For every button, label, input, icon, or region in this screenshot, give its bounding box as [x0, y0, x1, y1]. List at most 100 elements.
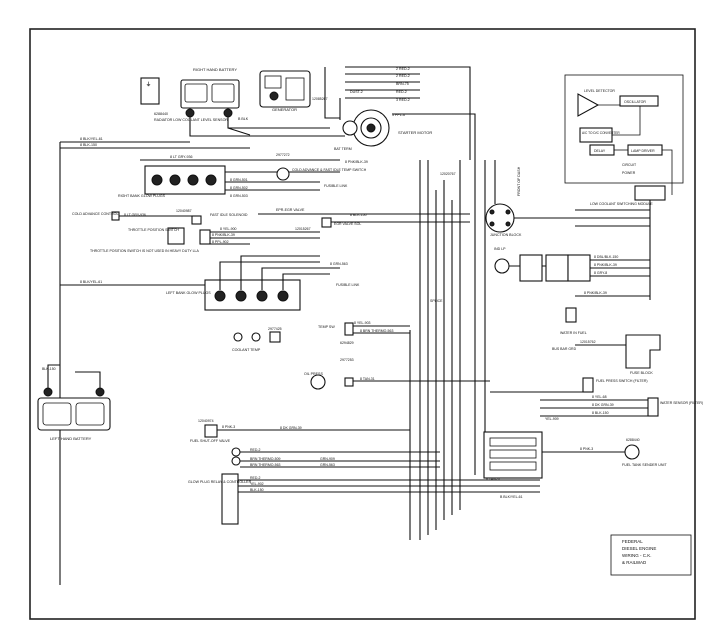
right-hand-battery: RIGHT HAND BATTERY [180, 67, 240, 118]
svg-text:GRN-563: GRN-563 [320, 463, 335, 467]
left-hand-battery: LEFT HAND BATTERY BLK-150 [37, 364, 111, 441]
svg-text:SPLICE: SPLICE [430, 299, 443, 303]
svg-text:YEL-902: YEL-902 [250, 482, 264, 486]
radiator-coolant-sensor: ⏚ 6288440 RADIATOR LOW COOLANT LEVEL SEN… [140, 77, 228, 122]
glow-plug-icon [205, 174, 217, 186]
title-line-2: DIESEL ENGINE [622, 546, 656, 551]
svg-text:8 PNK-3: 8 PNK-3 [580, 447, 593, 451]
svg-text:B BLK/YEL-61: B BLK/YEL-61 [500, 495, 523, 499]
cold-advance-temp-switch: COLD ADVANCE & FAST IDLE TEMP SWITCH 297… [276, 153, 368, 188]
svg-text:RED-2: RED-2 [396, 90, 407, 94]
low-coolant-module: LEVEL DETECTOR OSCILLATOR A/C TO D/C CON… [564, 74, 684, 300]
connector-bank: 8 DBL/BLK-150 8 PNK/BLK-39 8 GRY-8 8 PNK… [519, 254, 650, 351]
title-line-4: & RAILWAD [622, 560, 647, 565]
svg-text:8 TAN-31: 8 TAN-31 [360, 377, 375, 381]
svg-text:8 BLK-150: 8 BLK-150 [592, 411, 609, 415]
svg-text:TEMP SW: TEMP SW [318, 325, 335, 329]
svg-text:THROTTLE POSITION SWITCH: THROTTLE POSITION SWITCH [128, 228, 179, 232]
svg-text:12085267: 12085267 [312, 97, 328, 101]
svg-text:8 DBL/BLK-150: 8 DBL/BLK-150 [594, 255, 618, 259]
svg-text:DUST-2: DUST-2 [350, 90, 363, 94]
svg-text:8 BLK-150: 8 BLK-150 [80, 143, 97, 147]
svg-text:GLOW PLUG RELAY & CONTROLLER: GLOW PLUG RELAY & CONTROLLER [188, 480, 252, 484]
title-line-3: WIRING - C.K. [622, 553, 652, 558]
svg-text:IND LP: IND LP [494, 247, 506, 251]
central-harness: 12020767 8 BLK-150 SPLICE [350, 110, 486, 540]
svg-text:FUEL PRESS SWITCH (FILTER): FUEL PRESS SWITCH (FILTER) [596, 379, 648, 383]
svg-text:2977272: 2977272 [276, 153, 290, 157]
svg-text:BLK-150: BLK-150 [250, 488, 264, 492]
glow-plug-icon [151, 174, 163, 186]
svg-text:8 PNK/BLK-39: 8 PNK/BLK-39 [345, 160, 368, 164]
title-block: FEDERAL DIESEL ENGINE WIRING - C.K. & RA… [610, 534, 692, 576]
svg-text:WATER IN FUEL: WATER IN FUEL [560, 331, 587, 335]
svg-text:EPR-EGR VALVE: EPR-EGR VALVE [276, 208, 305, 212]
coolant-temp-sensor: COOLANT TEMP 2977425 TEMP SW 8 YEL-903 8… [232, 321, 410, 352]
svg-text:COLD ADVANCE CONTROL: COLD ADVANCE CONTROL [72, 212, 118, 216]
bulkhead-connector: 8 TAN-31 YEL-909 B BLK/YEL-61 [470, 417, 559, 499]
top-wiring: 2 RED-2 2 RED-2 BRN-75 RED-2 DUST-2 3 RE… [59, 66, 476, 585]
svg-text:8 BRN THERMO-563: 8 BRN THERMO-563 [360, 329, 393, 333]
svg-text:8 LT GRY-936: 8 LT GRY-936 [124, 213, 146, 217]
svg-text:JUNCTION BLOCK: JUNCTION BLOCK [490, 233, 522, 237]
svg-text:12020767: 12020767 [440, 172, 456, 176]
svg-text:BUS BAR GRD: BUS BAR GRD [552, 347, 577, 351]
fuel-tank-sender: FUEL TANK SENDER UNIT 6288440 8 PNK-3 [540, 438, 667, 467]
generator: GENERATOR 12085267 [259, 70, 328, 112]
glow-plug-icon [187, 174, 199, 186]
svg-text:12015762: 12015762 [580, 340, 596, 344]
battery-terminal-icon [43, 387, 53, 397]
battery-terminal-icon [223, 108, 233, 118]
ground-icon: ⏚ [146, 81, 151, 88]
svg-text:LEVEL DETECTOR: LEVEL DETECTOR [584, 89, 615, 93]
junction-block: JUNCTION BLOCK IND LP FRONT OF DASH [485, 160, 575, 274]
starter-motor: STARTER MOTOR BAT TERM [334, 109, 432, 151]
svg-text:GENERATOR: GENERATOR [272, 107, 297, 112]
svg-text:POWER: POWER [622, 171, 636, 175]
svg-text:RED-2: RED-2 [250, 476, 261, 480]
svg-text:RIGHT BANK GLOW PLUGS: RIGHT BANK GLOW PLUGS [118, 194, 166, 198]
svg-text:FUEL TANK SENDER UNIT: FUEL TANK SENDER UNIT [622, 463, 667, 467]
svg-text:8 YEL-900: 8 YEL-900 [220, 227, 237, 231]
battery-terminal-icon [95, 387, 105, 397]
svg-text:BRN-75: BRN-75 [396, 82, 409, 86]
svg-text:B BLK: B BLK [238, 117, 249, 121]
glow-plug-icon [214, 290, 226, 302]
svg-text:RED-2: RED-2 [250, 448, 261, 452]
glow-plug-icon [256, 290, 268, 302]
svg-text:8 TAN-31: 8 TAN-31 [486, 477, 501, 481]
svg-text:8 PNK/BLK-39: 8 PNK/BLK-39 [212, 233, 235, 237]
svg-text:8 PNK/BLK-39: 8 PNK/BLK-39 [584, 291, 607, 295]
svg-text:8 BLK/YEL-61: 8 BLK/YEL-61 [80, 137, 103, 141]
svg-text:LAMP DRIVER: LAMP DRIVER [631, 149, 655, 153]
svg-text:FAST IDLE SOLENOID: FAST IDLE SOLENOID [210, 213, 248, 217]
svg-text:A/C TO D/C CONVERTER: A/C TO D/C CONVERTER [582, 131, 620, 135]
svg-text:DELAY: DELAY [594, 149, 606, 153]
svg-text:8 GRN-501: 8 GRN-501 [230, 178, 248, 182]
cold-advance-control: COLD ADVANCE CONTROL 8 LT GRY-936 120409… [72, 209, 248, 225]
svg-text:EGR VALVE SOL: EGR VALVE SOL [334, 222, 361, 226]
fuel-filter-switches: FUEL PRESS SWITCH (FILTER) WATER SENSOR … [490, 377, 703, 417]
svg-text:8 BLK-150: 8 BLK-150 [350, 213, 367, 217]
level-detector-icon [577, 93, 600, 117]
glow-plug-relay-controller: GLOW PLUG RELAY & CONTROLLER RED-2 BRN T… [188, 447, 470, 525]
svg-text:8 GRY-8: 8 GRY-8 [594, 271, 607, 275]
glow-plug-icon [169, 174, 181, 186]
svg-text:12040987: 12040987 [176, 209, 192, 213]
svg-text:3 RED-2: 3 RED-2 [396, 98, 410, 102]
svg-text:6288440: 6288440 [626, 438, 640, 442]
svg-text:THROTTLE POSITION SWITCH IS NO: THROTTLE POSITION SWITCH IS NOT USED IN … [90, 249, 200, 253]
svg-text:LEFT HAND BATTERY: LEFT HAND BATTERY [50, 436, 92, 441]
svg-text:8 DK GRN-39: 8 DK GRN-39 [592, 403, 614, 407]
svg-text:OIL PRESS: OIL PRESS [304, 372, 323, 376]
fuse-block: FUSE BLOCK 12015762 [575, 334, 661, 375]
left-bank-glow-plugs: LEFT BANK GLOW PLUGS 8 BLK/YEL-61 8 GRN-… [60, 255, 360, 311]
gear-icon [269, 91, 279, 101]
svg-text:8 BLK/YEL-61: 8 BLK/YEL-61 [80, 280, 102, 284]
svg-text:CIRCUIT: CIRCUIT [622, 163, 637, 167]
svg-text:8 PPL-902: 8 PPL-902 [212, 240, 229, 244]
svg-text:8 PNK-3: 8 PNK-3 [222, 425, 235, 429]
svg-text:YEL-909: YEL-909 [545, 417, 559, 421]
svg-text:8 GRN-502: 8 GRN-502 [230, 186, 248, 190]
